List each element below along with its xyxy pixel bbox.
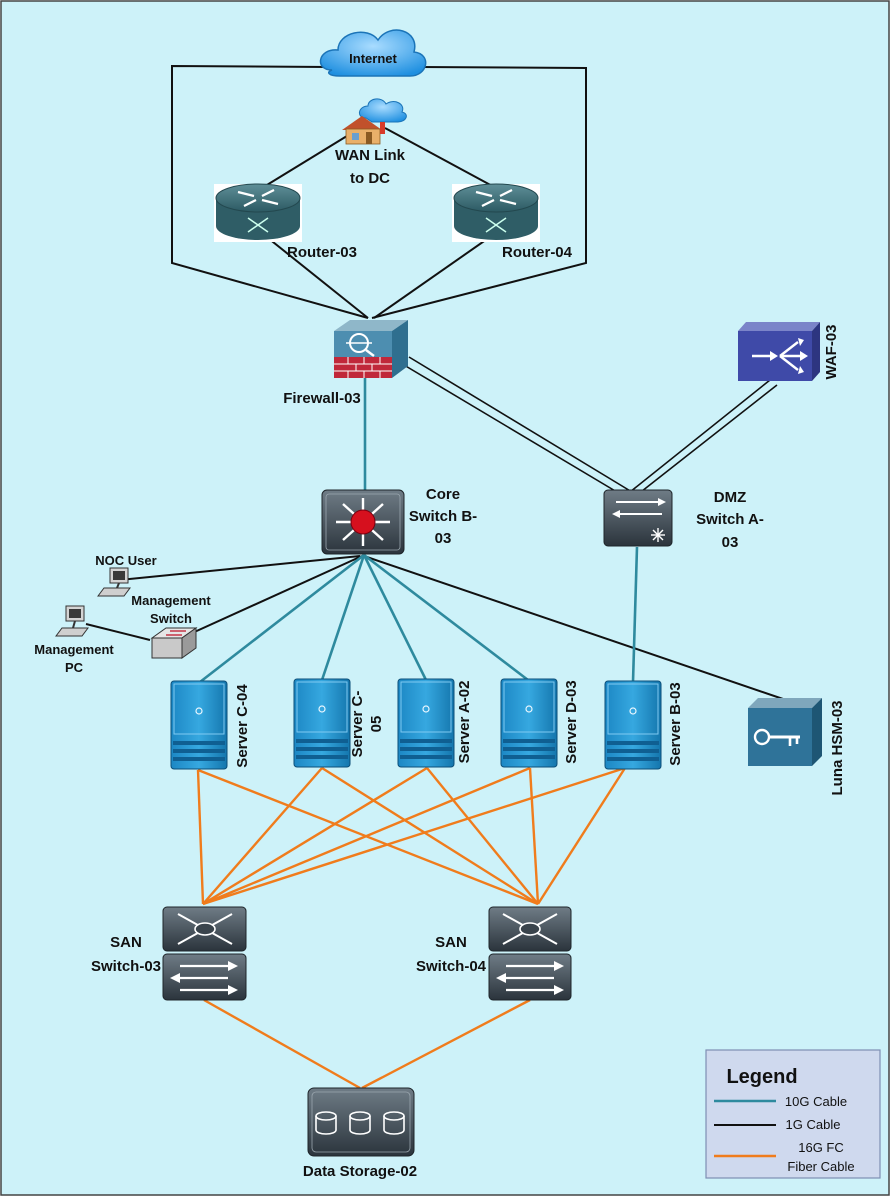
waf-label: WAF-03 — [823, 324, 840, 379]
san-switch-04-label-line2: Switch-04 — [416, 958, 487, 975]
san-switch-04-label-line1: SAN — [435, 934, 467, 951]
cable-waf-dmz-b — [636, 384, 778, 496]
core-switch-label-line2: Switch B- — [409, 508, 477, 525]
cables-fc — [196, 766, 627, 1090]
san-switch-03-label-line2: Switch-03 — [91, 958, 161, 975]
router-04-label: Router-04 — [502, 244, 573, 261]
server-d-03-icon — [500, 678, 558, 768]
luna-hsm-icon — [748, 698, 822, 766]
internet-label: Internet — [349, 51, 397, 66]
cable-firewall-dmz-a — [408, 356, 633, 493]
cable-waf-dmz-a — [629, 379, 771, 493]
noc-user-label: NOC User — [95, 553, 156, 568]
data-storage-icon — [307, 1087, 415, 1157]
dmz-switch-label-line2: Switch A- — [696, 511, 764, 528]
management-pc-label-line2: PC — [65, 660, 84, 675]
server-c-05-label-line2: 05 — [368, 716, 385, 733]
server-c-05-icon — [293, 678, 351, 768]
management-switch-label-line2: Switch — [150, 611, 192, 626]
router-04-icon — [452, 183, 540, 242]
cable-core-noc-user — [119, 555, 361, 581]
cable-firewall-dmz-b — [403, 364, 628, 499]
server-c-05-label-line1: Server C- — [349, 691, 366, 758]
router-03-icon — [214, 183, 302, 242]
cable-dmz-server-b-03 — [631, 546, 639, 683]
cable-internet-firewall-right — [371, 66, 587, 319]
management-pc-icon — [55, 605, 89, 637]
legend-label-10g: 10G Cable — [785, 1094, 847, 1109]
dmz-switch-icon — [603, 489, 673, 547]
core-switch-icon — [321, 489, 405, 555]
legend-title: Legend — [726, 1066, 797, 1088]
management-pc-label-line1: Management — [34, 642, 114, 657]
data-storage-label: Data Storage-02 — [303, 1163, 417, 1180]
cable-router-03-firewall — [257, 229, 369, 319]
wan-link-icon — [342, 98, 407, 145]
dmz-switch-label-line3: 03 — [722, 534, 739, 551]
dmz-switch-label-line1: DMZ — [714, 489, 747, 506]
cable-wan-router-04 — [384, 127, 497, 189]
legend-label-fc-line1: 16G FC — [798, 1140, 844, 1155]
cable-core-management-switch — [189, 555, 363, 635]
server-c-04-icon — [170, 680, 228, 770]
cables-10g — [199, 378, 639, 684]
firewall-label: Firewall-03 — [283, 390, 361, 407]
server-a-02-icon — [397, 678, 455, 768]
internet-cloud-icon — [319, 29, 427, 77]
server-b-03-label: Server B-03 — [667, 682, 684, 765]
luna-hsm-label: Luna HSM-03 — [829, 700, 846, 795]
san-switch-04-icon — [488, 906, 572, 1001]
management-switch-label-line1: Management — [131, 593, 211, 608]
server-d-03-label: Server D-03 — [563, 680, 580, 763]
cable-internet-firewall-left — [171, 64, 369, 319]
noc-user-pc-icon — [97, 567, 131, 597]
firewall-icon — [334, 320, 408, 378]
management-switch-icon — [150, 627, 198, 659]
legend-label-1g: 1G Cable — [786, 1117, 841, 1132]
cable-core-server-c-05 — [320, 554, 366, 681]
cable-wan-router-03 — [261, 127, 361, 189]
cable-core-luna-hsm — [363, 555, 787, 701]
core-switch-label-line1: Core — [426, 486, 460, 503]
server-a-02-label: Server A-02 — [456, 681, 473, 764]
cables-1g — [85, 64, 787, 701]
wan-link-label-line2: to DC — [350, 170, 390, 187]
core-switch-label-line3: 03 — [435, 530, 452, 547]
waf-icon — [738, 322, 820, 381]
legend: Legend 10G Cable 1G Cable 16G FC Fiber C… — [705, 1049, 881, 1179]
cable-core-server-d-03 — [363, 553, 529, 682]
san-switch-03-label-line1: SAN — [110, 934, 142, 951]
server-c-04-label: Server C-04 — [234, 684, 251, 768]
cables-1g-double — [403, 356, 778, 499]
cable-router-04-firewall — [373, 229, 501, 319]
cable-management-switch-pc — [85, 623, 151, 641]
cable-core-server-c-04 — [199, 553, 365, 684]
legend-label-fc-line2: Fiber Cable — [787, 1159, 854, 1174]
server-b-03-icon — [604, 680, 662, 770]
wan-link-label-line1: WAN Link — [335, 147, 406, 164]
router-03-label: Router-03 — [287, 244, 357, 261]
cable-core-server-a-02 — [362, 554, 428, 681]
san-switch-03-icon — [162, 906, 247, 1001]
